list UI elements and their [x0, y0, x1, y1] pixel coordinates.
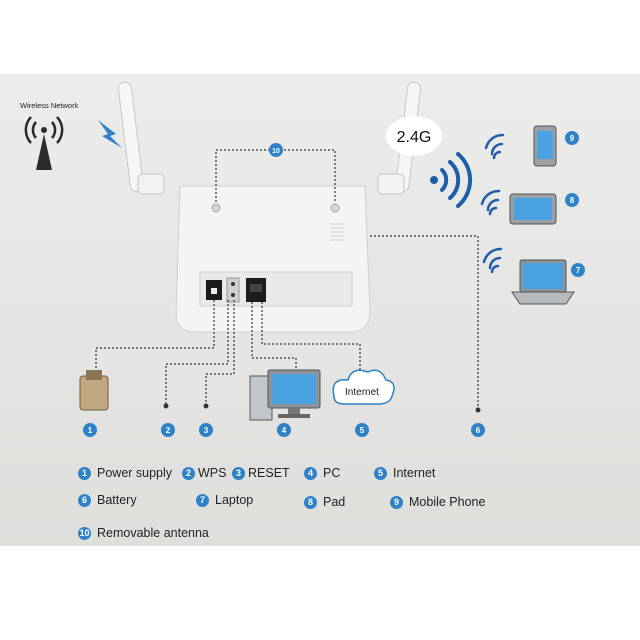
legend-badge: 8	[304, 495, 317, 509]
badge-antenna	[269, 143, 283, 157]
badge-wps-number: 2	[166, 426, 171, 435]
legend-badge: 4	[304, 466, 317, 480]
badge-pc-number: 4	[282, 426, 287, 435]
wireless-network-label: Wireless Network	[20, 101, 79, 110]
connection-diagram: Wireless Network	[20, 81, 585, 437]
legend-laptop: 7 Laptop	[196, 493, 253, 507]
legend-battery: 6 Battery	[78, 493, 137, 507]
badge-phone-number: 9	[570, 134, 575, 143]
wps-reset-buttons	[226, 277, 240, 303]
cell-tower-icon	[24, 116, 64, 170]
band-bubble	[386, 116, 442, 156]
router	[175, 185, 371, 333]
badge-internet-number: 5	[360, 426, 365, 435]
battery-icon	[79, 370, 109, 411]
legend-badge: 7	[196, 493, 209, 507]
legend-label: Battery	[97, 493, 137, 507]
legend-power-supply: 1 Power supply	[78, 466, 172, 480]
badge-pad	[565, 193, 579, 207]
legend-label: WPS	[198, 466, 227, 480]
legend-badge: 5	[374, 466, 387, 480]
legend-label: Mobile Phone	[409, 495, 486, 509]
legend-reset: 3 RESET	[232, 466, 290, 480]
legend-pc: 4 PC	[304, 466, 340, 480]
legend-label: Removable antenna	[97, 526, 209, 540]
desktop-pc	[249, 369, 321, 421]
badge-antenna-number: 10	[272, 148, 280, 155]
legend-internet: 5 Internet	[374, 466, 435, 480]
legend-badge: 6	[78, 493, 91, 507]
badge-power-number: 1	[88, 426, 93, 435]
legend-badge: 1	[78, 466, 91, 480]
wifi-signal-icon	[430, 152, 473, 208]
laptop	[511, 259, 575, 305]
wifi-small-icon	[480, 133, 505, 274]
legend-label: PC	[323, 466, 341, 480]
tablet-pad	[509, 193, 557, 225]
legend-removable-antenna: 10 Removable antenna	[78, 526, 209, 540]
badge-battery-number: 6	[476, 426, 481, 435]
instruction-sheet: Wireless Network	[0, 74, 640, 546]
legend-label: RESET	[248, 466, 290, 480]
legend-badge: 10	[78, 526, 91, 540]
legend-label: Laptop	[215, 493, 254, 507]
badge-reset-number: 3	[204, 426, 209, 435]
band-label: 2.4G	[397, 129, 432, 146]
legend-badge: 3	[232, 466, 245, 480]
antenna-left	[117, 81, 165, 195]
badge-laptop-number: 7	[576, 266, 581, 275]
internet-cloud-icon	[332, 369, 395, 405]
badge-laptop	[571, 263, 585, 277]
legend-mobile-phone: 9 Mobile Phone	[390, 495, 485, 509]
legend-label: Internet	[393, 466, 436, 480]
callout-badges-bottom: 1 2 3 4 5 6	[83, 423, 485, 437]
legend-badge: 9	[390, 495, 403, 509]
legend-pad: 8 Pad	[304, 495, 345, 509]
legend-label: Power supply	[97, 466, 173, 480]
legend-label: Pad	[323, 495, 346, 509]
internet-cloud-label: Internet	[345, 387, 379, 398]
legend-wps: 2 WPS	[182, 466, 226, 480]
legend-badge: 2	[182, 466, 195, 480]
mobile-phone	[533, 125, 557, 167]
badge-pad-number: 8	[570, 196, 575, 205]
badge-phone	[565, 131, 579, 145]
lightning-icon	[98, 120, 122, 148]
